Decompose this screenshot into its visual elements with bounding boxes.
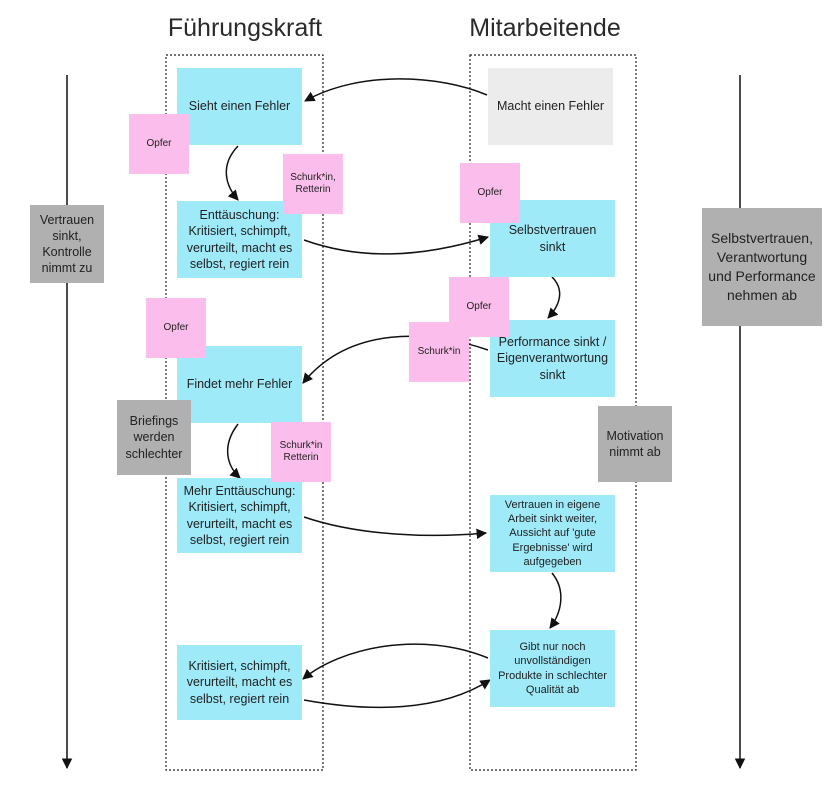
right-trend-note: Selbstvertrauen, Verantwortung und Perfo… (702, 208, 822, 326)
role-note-victim-1: Opfer (129, 114, 189, 174)
leader-heading: Führungskraft (167, 14, 323, 42)
role-note-villain-2: Schurk*in (409, 322, 469, 382)
leader-step-disappointment: Enttäuschung: Kritisiert, schimpft, veru… (177, 201, 302, 278)
arrow-error-to-sees (304, 78, 488, 102)
employee-step-makes-error: Macht einen Fehler (488, 68, 613, 145)
leader-step-finds-more-errors: Findet mehr Fehler (177, 346, 302, 423)
leader-step-criticises: Kritisiert, schimpft, verurteilt, macht … (177, 645, 302, 720)
employee-heading: Mitarbeitende (469, 14, 621, 42)
left-trend-note: Vertrauen sinkt, Kontrolle nimmt zu (30, 205, 104, 283)
leader-step-sees-error: Sieht einen Fehler (177, 68, 302, 145)
role-note-victim-2: Opfer (460, 163, 520, 223)
briefings-note: Briefings werden schlechter (117, 400, 191, 475)
employee-step-trust-drops: Vertrauen in eigene Arbeit sinkt weiter,… (490, 495, 615, 572)
arrow-more-errors-to-more-disappointment (226, 423, 241, 479)
motivation-note: Motivation nimmt ab (598, 406, 672, 482)
role-note-villain-rescuer-1: Schurk*in, Retterin (283, 154, 343, 214)
leader-step-more-disappointment: Mehr Enttäuschung: Kritisiert, schimpft,… (177, 478, 302, 553)
employee-step-performance-drops: Performance sinkt / Eigenverantwortung s… (490, 320, 615, 397)
arrow-incomplete-to-criticises (302, 643, 489, 680)
arrow-sees-to-disappointment (225, 145, 239, 201)
arrow-trust-to-incomplete (549, 572, 562, 629)
role-note-victim-4: Opfer (146, 298, 206, 358)
arrow-confidence-to-performance (547, 276, 561, 319)
role-note-villain-rescuer-2: Schurk*in Retterin (271, 422, 331, 482)
arrow-criticises-to-incomplete (303, 679, 491, 709)
employee-column-frame (469, 54, 637, 771)
employee-step-incomplete-work: Gibt nur noch unvollständigen Produkte i… (490, 630, 615, 707)
arrow-more-disappointment-to-trust (303, 516, 488, 540)
arrow-disappointment-to-confidence (303, 234, 490, 255)
